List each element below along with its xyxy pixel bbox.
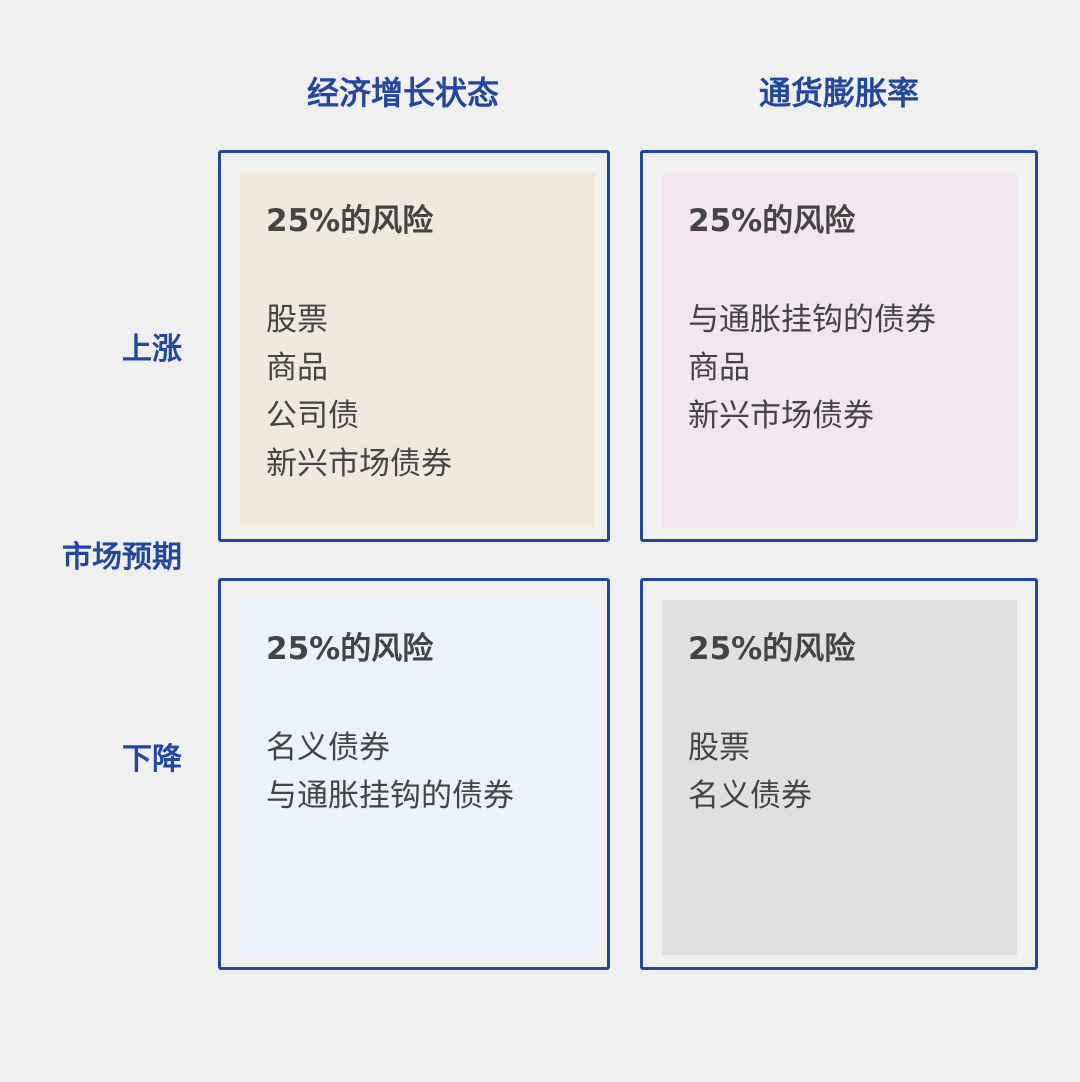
asset-item: 新兴市场债券: [266, 446, 452, 482]
cell-inflation-falling: 25%的风险 股票 名义债券: [640, 578, 1038, 970]
risk-label: 25%的风险: [688, 203, 856, 239]
risk-label: 25%的风险: [266, 203, 434, 239]
row-label-rising: 上涨: [122, 332, 182, 367]
asset-item: 股票: [266, 302, 328, 338]
risk-label: 25%的风险: [688, 631, 856, 667]
asset-item: 公司债: [266, 398, 359, 434]
risk-label: 25%的风险: [266, 631, 434, 667]
cell-growth-falling: 25%的风险 名义债券 与通胀挂钩的债券: [218, 578, 610, 970]
asset-item: 新兴市场债券: [688, 398, 874, 434]
row-label-falling: 下降: [122, 742, 182, 777]
asset-item: 与通胀挂钩的债券: [266, 778, 514, 814]
column-header-growth: 经济增长状态: [306, 74, 499, 112]
cell-growth-rising: 25%的风险 股票 商品 公司债 新兴市场债券: [218, 150, 610, 542]
asset-item: 商品: [688, 350, 750, 386]
asset-item: 名义债券: [266, 730, 390, 766]
column-header-inflation: 通货膨胀率: [758, 74, 919, 112]
asset-item: 股票: [688, 730, 750, 766]
cell-panel: 25%的风险 股票 商品 公司债 新兴市场债券: [240, 172, 595, 527]
cell-panel: 25%的风险 名义债券 与通胀挂钩的债券: [240, 600, 595, 955]
asset-item: 与通胀挂钩的债券: [688, 302, 936, 338]
asset-item: 商品: [266, 350, 328, 386]
cell-inflation-rising: 25%的风险 与通胀挂钩的债券 商品 新兴市场债券: [640, 150, 1038, 542]
cell-panel: 25%的风险 与通胀挂钩的债券 商品 新兴市场债券: [662, 172, 1017, 527]
cell-panel: 25%的风险 股票 名义债券: [662, 600, 1017, 955]
asset-item: 名义债券: [688, 778, 812, 814]
axis-label-market-expectation: 市场预期: [62, 540, 182, 575]
